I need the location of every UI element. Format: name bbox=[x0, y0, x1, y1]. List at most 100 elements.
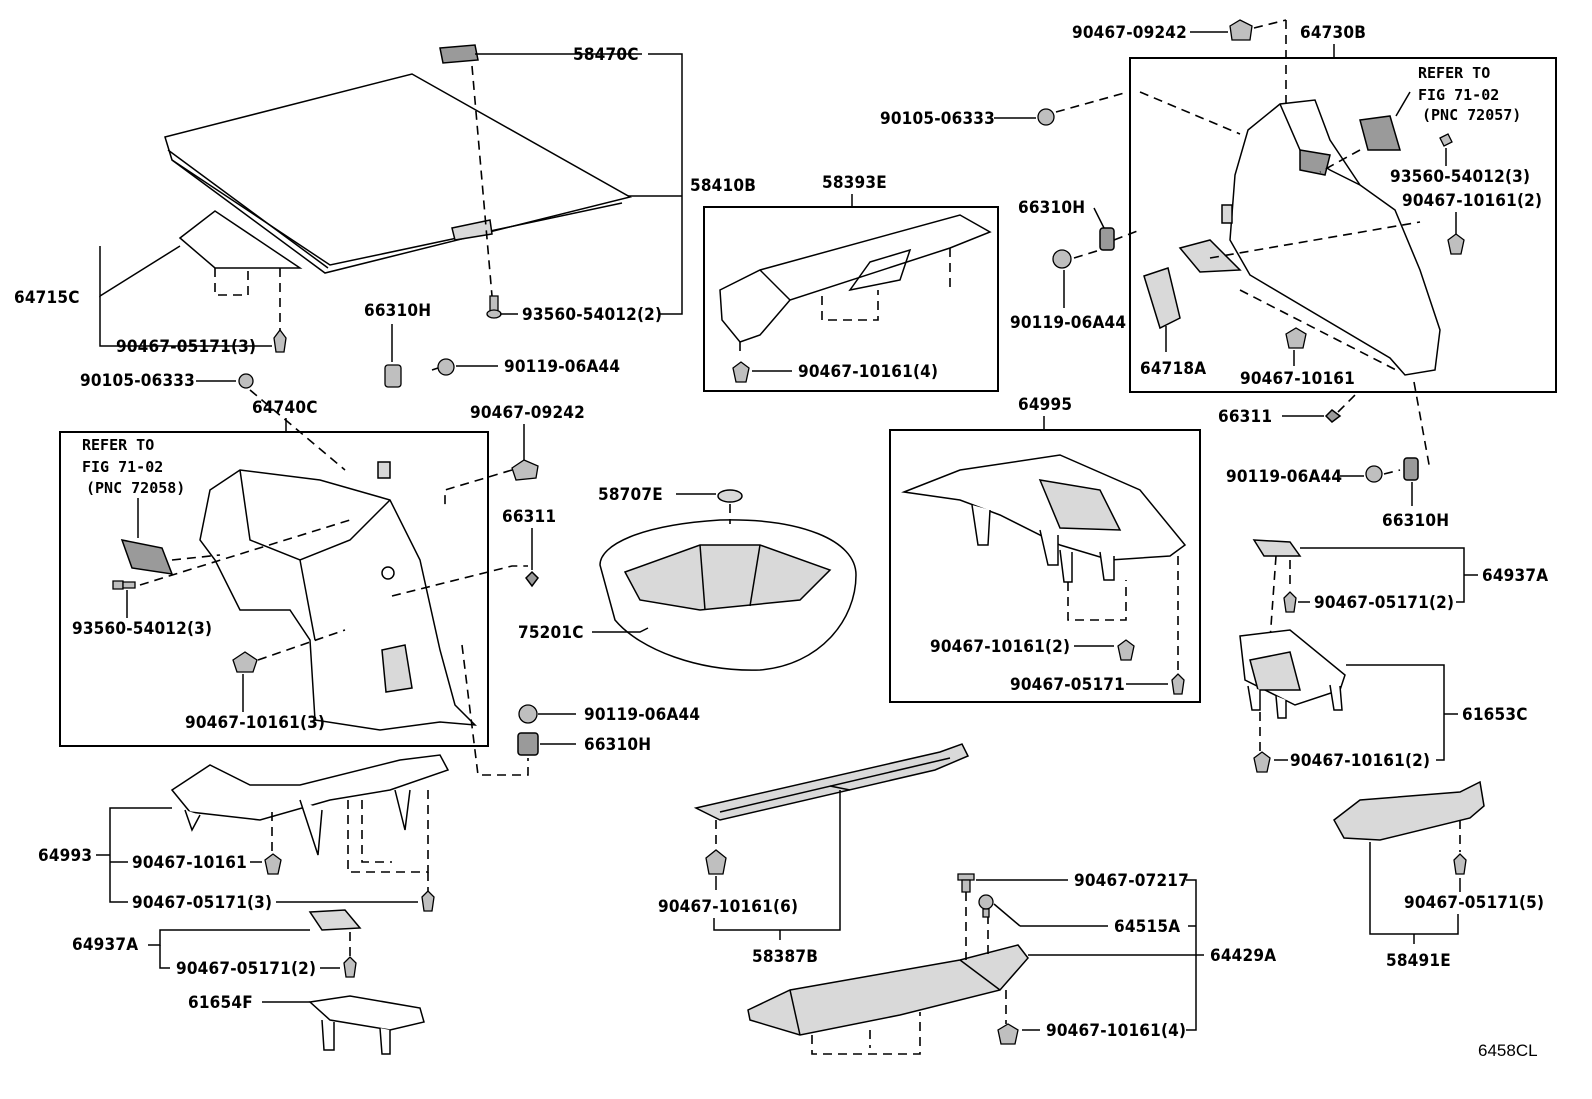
screw-93560-54012-right bbox=[1439, 133, 1453, 147]
group-box-58393E bbox=[703, 206, 999, 392]
label-64718A: 64718A bbox=[1140, 359, 1206, 379]
clip-90467-09242-left bbox=[511, 459, 539, 481]
label-90467-10161-2-61653C: 90467-10161(2) bbox=[1290, 751, 1430, 771]
label-90467-10161-2-64995: 90467-10161(2) bbox=[930, 637, 1070, 657]
lower-tray-64429A[interactable] bbox=[747, 944, 1029, 1036]
pad-64718A[interactable] bbox=[1143, 267, 1181, 330]
label-61654F: 61654F bbox=[188, 993, 253, 1013]
note-right-refer-1: REFER TO bbox=[1418, 64, 1490, 82]
clip-90467-10161-64429A bbox=[997, 1023, 1019, 1045]
bracket-61654F[interactable] bbox=[308, 995, 425, 1055]
note-left-refer-2: FIG 71-02 bbox=[82, 458, 163, 476]
label-90105-06333-right: 90105-06333 bbox=[880, 109, 995, 129]
nut-90105-06333-left bbox=[238, 373, 254, 389]
label-64993: 64993 bbox=[38, 846, 92, 866]
note-left-refer-1: REFER TO bbox=[82, 436, 154, 454]
label-58410B: 58410B bbox=[690, 176, 756, 196]
label-90467-10161-4-top: 90467-10161(4) bbox=[798, 362, 938, 382]
lamp-bracket-left bbox=[120, 539, 174, 575]
label-64429A: 64429A bbox=[1210, 946, 1276, 966]
label-64730B: 64730B bbox=[1300, 23, 1366, 43]
clip-90467-10161-64993 bbox=[264, 853, 282, 875]
label-64515A: 64515A bbox=[1114, 917, 1180, 937]
rear-sill-cover-58393E[interactable] bbox=[719, 214, 992, 343]
clip-90467-10161-right-b bbox=[1285, 327, 1307, 349]
clip-90467-10161-left bbox=[232, 651, 258, 673]
deck-board-handle-58470C[interactable] bbox=[439, 44, 479, 64]
cover-58491E[interactable] bbox=[1333, 780, 1485, 841]
bracket-61653C[interactable] bbox=[1239, 629, 1346, 719]
nut-66311-left bbox=[525, 570, 539, 588]
clip-90467-10161-64995 bbox=[1117, 639, 1135, 661]
quarter-trim-right[interactable] bbox=[1178, 99, 1441, 376]
side-trim-64993[interactable] bbox=[170, 754, 450, 856]
label-90467-05171-2-right: 90467-05171(2) bbox=[1314, 593, 1454, 613]
note-right-refer-2: FIG 71-02 bbox=[1418, 86, 1499, 104]
clip-66310H-rtop bbox=[1099, 227, 1115, 251]
note-left-refer-3: (PNC 72058) bbox=[86, 479, 185, 497]
group-box-64995 bbox=[889, 429, 1201, 703]
label-58491E: 58491E bbox=[1386, 951, 1451, 971]
clip-90467-07217 bbox=[957, 873, 975, 893]
deck-board-58410B[interactable] bbox=[164, 73, 633, 274]
group-box-64730B bbox=[1129, 57, 1557, 393]
storage-tray-64995[interactable] bbox=[901, 454, 1187, 583]
label-58470C: 58470C bbox=[573, 45, 639, 65]
label-90467-10161-6: 90467-10161(6) bbox=[658, 897, 798, 917]
label-90467-10161-64993: 90467-10161 bbox=[132, 853, 247, 873]
quarter-trim-left[interactable] bbox=[199, 461, 477, 731]
clip-90467-05171-5 bbox=[1453, 853, 1467, 875]
label-93560-54012-3-right: 93560-54012(3) bbox=[1390, 167, 1530, 187]
label-64715C: 64715C bbox=[14, 288, 80, 308]
lamp-bracket-right bbox=[1359, 115, 1402, 151]
cap-58707E bbox=[717, 489, 743, 503]
screw-93560-54012-left bbox=[112, 580, 136, 590]
label-61653C: 61653C bbox=[1462, 705, 1528, 725]
clip-90467-05171-2-left bbox=[343, 956, 357, 978]
label-66310H-mid: 66310H bbox=[364, 301, 431, 321]
deck-board-flap-64715C[interactable] bbox=[178, 210, 303, 269]
leader-dash bbox=[471, 65, 493, 297]
spare-tire-tray-75201C[interactable] bbox=[599, 519, 857, 671]
label-66310H-right: 66310H bbox=[1382, 511, 1449, 531]
label-90467-05171-3-64993: 90467-05171(3) bbox=[132, 893, 272, 913]
clip-66310H-right bbox=[1403, 457, 1419, 481]
label-64740C: 64740C bbox=[252, 398, 318, 418]
scuff-plate-58387B[interactable] bbox=[693, 743, 970, 821]
label-64937A-left: 64937A bbox=[72, 935, 138, 955]
label-90467-10161-2-right: 90467-10161(2) bbox=[1402, 191, 1542, 211]
clip-90467-05171-64995 bbox=[1171, 673, 1185, 695]
label-64995: 64995 bbox=[1018, 395, 1072, 415]
label-66311-left: 66311 bbox=[502, 507, 556, 527]
label-90467-05171-5: 90467-05171(5) bbox=[1404, 893, 1544, 913]
label-66310H-rtop: 66310H bbox=[1018, 198, 1085, 218]
clip-90467-10161-58393E bbox=[732, 361, 750, 383]
clip-90467-05171-top bbox=[273, 328, 287, 353]
clip-66310H-mid bbox=[384, 364, 402, 388]
label-90467-05171-3-top: 90467-05171(3) bbox=[116, 337, 256, 357]
screw-93560-54012 bbox=[486, 295, 502, 319]
label-58393E: 58393E bbox=[822, 173, 887, 193]
clip-66310H-low bbox=[517, 732, 539, 756]
label-90467-05171-64995: 90467-05171 bbox=[1010, 675, 1125, 695]
label-90467-05171-2-left: 90467-05171(2) bbox=[176, 959, 316, 979]
clip-90467-10161-61653C bbox=[1253, 751, 1271, 773]
label-90119-06A44-rtop: 90119-06A44 bbox=[1010, 313, 1126, 333]
pad-64937A-right[interactable] bbox=[1252, 539, 1302, 557]
group-box-64740C bbox=[59, 431, 489, 747]
label-64937A-right: 64937A bbox=[1482, 566, 1548, 586]
label-90119-06A44-low: 90119-06A44 bbox=[584, 705, 700, 725]
label-93560-54012-2: 93560-54012(2) bbox=[522, 305, 662, 325]
nut-90105-06333-right bbox=[1037, 108, 1055, 126]
label-75201C: 75201C bbox=[518, 623, 584, 643]
label-58707E: 58707E bbox=[598, 485, 663, 505]
clip-90467-09242-right bbox=[1229, 19, 1253, 41]
label-66310H-low: 66310H bbox=[584, 735, 651, 755]
label-90467-09242-right: 90467-09242 bbox=[1072, 23, 1187, 43]
pad-64937A-left[interactable] bbox=[308, 909, 362, 931]
label-90467-10161-right: 90467-10161 bbox=[1240, 369, 1355, 389]
label-90119-06A44-right: 90119-06A44 bbox=[1226, 467, 1342, 487]
label-90467-10161-4-bottom: 90467-10161(4) bbox=[1046, 1021, 1186, 1041]
label-90467-07217: 90467-07217 bbox=[1074, 871, 1189, 891]
